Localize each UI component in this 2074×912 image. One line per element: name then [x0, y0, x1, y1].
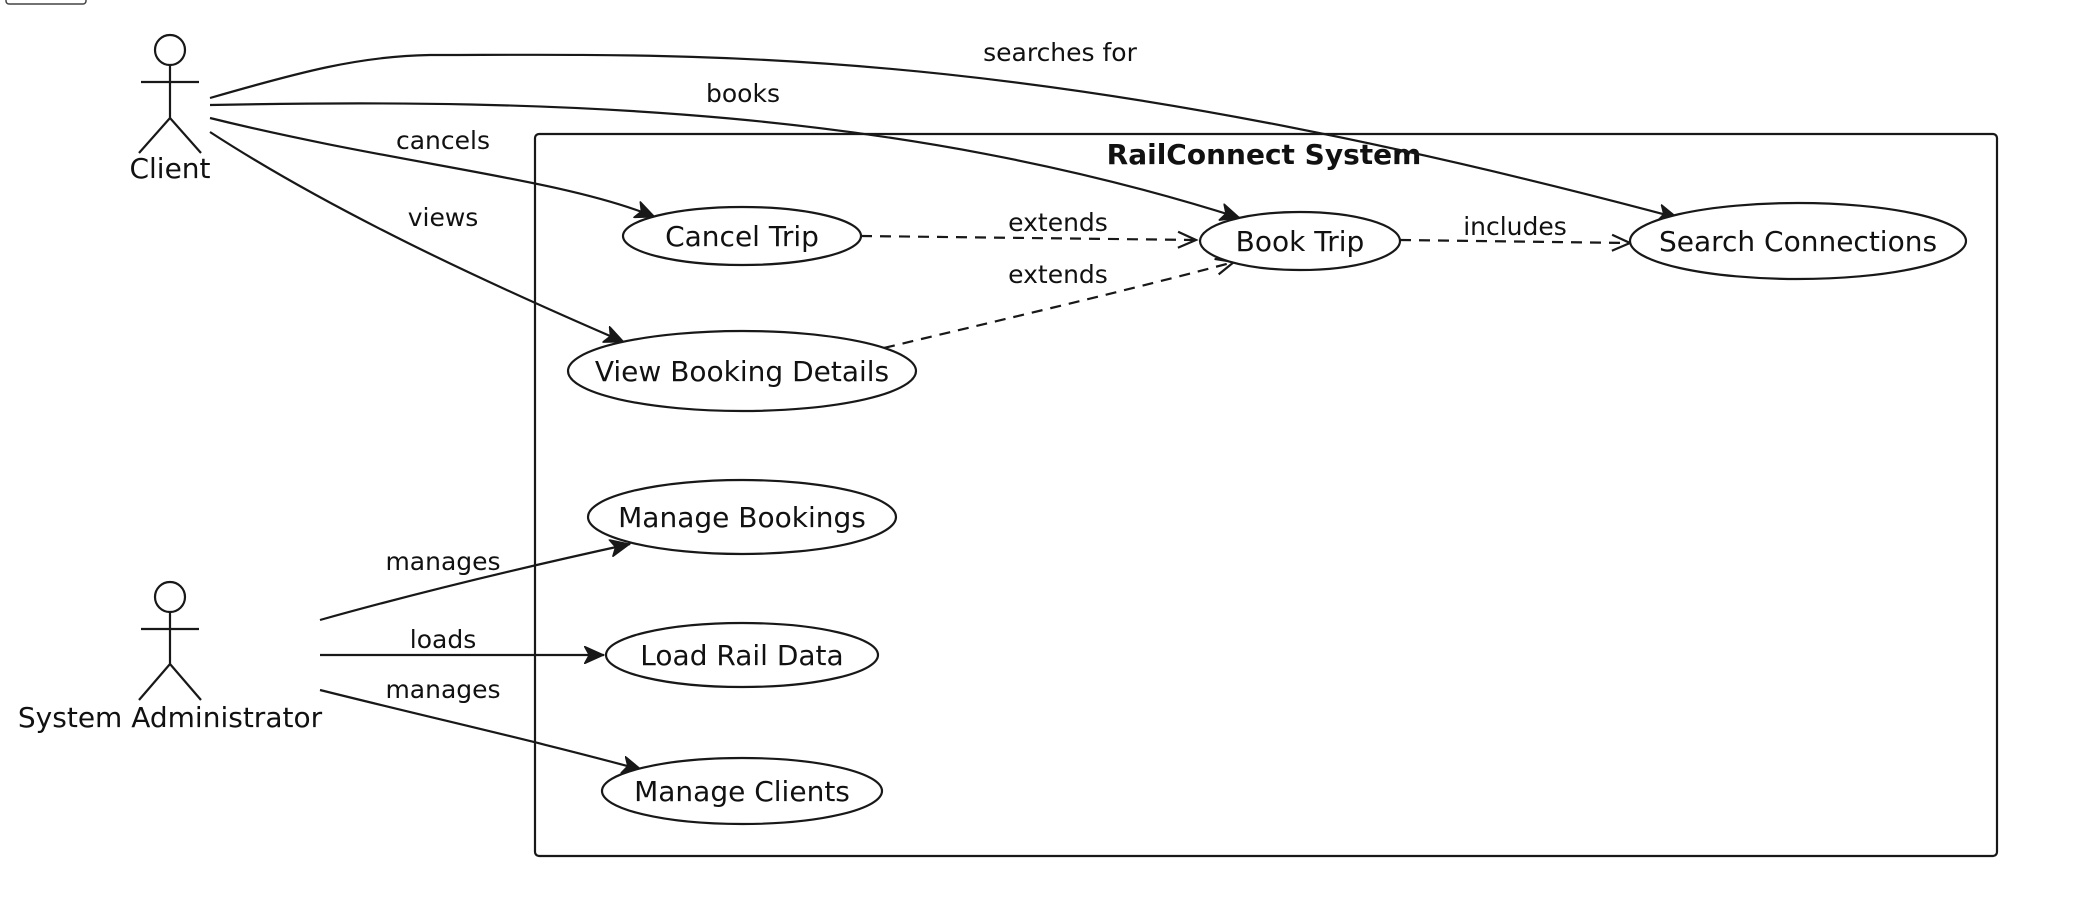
association-client-view — [209, 131, 624, 344]
relation-label-books: books — [706, 79, 780, 108]
dependency-view-extends-book — [883, 257, 1237, 350]
actor-label: System Administrator — [18, 701, 323, 734]
use-case-ellipse — [621, 205, 863, 267]
use-case-ellipse — [586, 478, 898, 556]
relation-label-manages: manages — [385, 675, 500, 704]
use-case-label: View Booking Details — [595, 355, 889, 388]
actor-head — [153, 33, 187, 67]
association-client-search — [209, 53, 1678, 218]
use-case-manage-clients: Manage Clients — [600, 756, 884, 826]
actor-head — [153, 580, 187, 614]
association-client-cancel — [209, 116, 655, 217]
system-boundary — [533, 132, 1999, 858]
relation-label-searches-for: searches for — [983, 38, 1137, 67]
actor-figure — [138, 65, 202, 154]
association-client-book — [209, 102, 1240, 218]
dependency-book-includes-search — [1399, 233, 1633, 252]
cropped-toolbar-button — [5, 0, 87, 5]
use-case-label: Manage Clients — [634, 775, 850, 808]
use-case-view-booking-details: View Booking Details — [566, 329, 918, 413]
use-case-book-trip: Book Trip — [1198, 210, 1402, 272]
use-case-manage-bookings: Manage Bookings — [586, 478, 898, 556]
association-admin-manage-clients — [319, 688, 642, 770]
use-case-label: Book Trip — [1236, 225, 1365, 258]
relation-label-loads: loads — [410, 625, 476, 654]
relation-label-includes: includes — [1463, 212, 1567, 241]
relation-label-extends: extends — [1008, 208, 1108, 237]
use-case-label: Search Connections — [1659, 225, 1937, 258]
actor-figure — [138, 612, 202, 701]
relation-label-manages: manages — [385, 547, 500, 576]
use-case-ellipse — [604, 621, 880, 689]
relation-label-views: views — [408, 203, 479, 232]
use-case-label: Load Rail Data — [640, 639, 843, 672]
use-case-ellipse — [600, 756, 884, 826]
use-case-ellipse — [566, 329, 918, 413]
use-case-ellipse — [1198, 210, 1402, 272]
actor-label: Client — [129, 152, 210, 185]
use-case-label: Manage Bookings — [618, 501, 866, 534]
association-admin-manage-bookings — [319, 544, 630, 622]
use-case-ellipse — [1628, 201, 1968, 281]
cropped-toolbar — [5, 0, 87, 5]
use-case-label: Cancel Trip — [665, 220, 819, 253]
system-title: RailConnect System — [1107, 138, 1422, 171]
actor-client: Client — [129, 33, 211, 185]
use-case-search-connections: Search Connections — [1628, 201, 1968, 281]
relation-label-cancels: cancels — [396, 126, 490, 155]
relation-label-extends: extends — [1008, 260, 1108, 289]
use-case-cancel-trip: Cancel Trip — [621, 205, 863, 267]
use-case-load-rail-data: Load Rail Data — [604, 621, 880, 689]
actor-system-administrator: System Administrator — [18, 580, 323, 734]
